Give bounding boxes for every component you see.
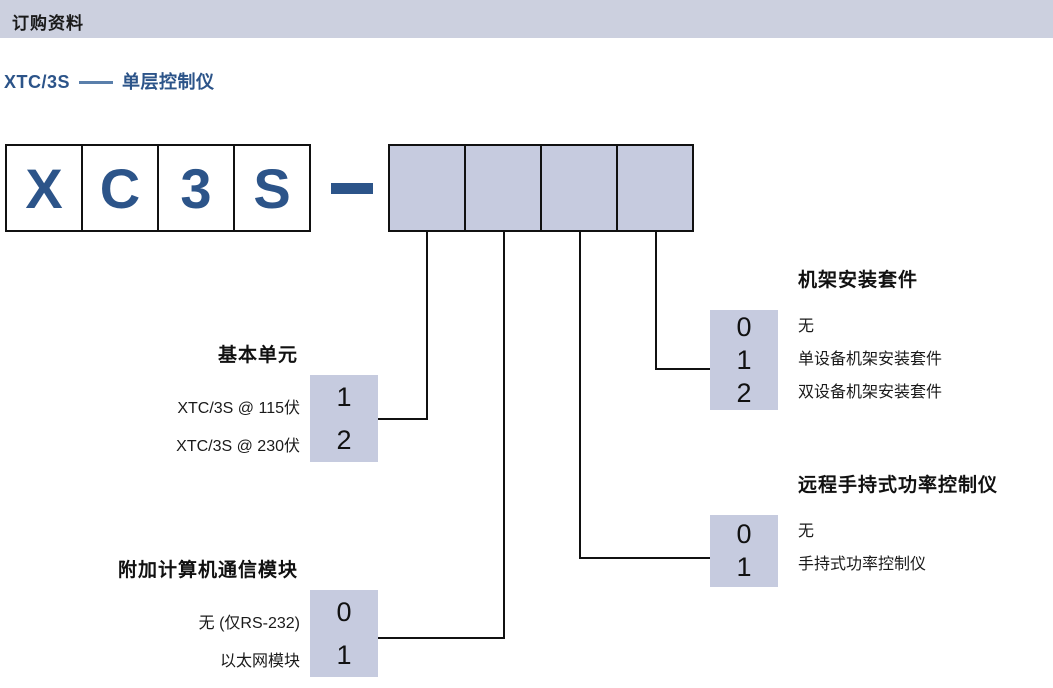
connector-slot1-horizontal	[378, 418, 428, 420]
group-heading-handheld-power: 远程手持式功率控制仪	[798, 475, 999, 496]
option-label: XTC/3S @ 230伏	[176, 438, 300, 455]
code-box-char-4: S	[233, 144, 311, 232]
connector-slot2-horizontal	[378, 637, 505, 639]
option-labels-rack-kit: 无 单设备机架安装套件 双设备机架安装套件	[798, 310, 1028, 409]
option-labels-basic-unit: XTC/3S @ 115伏 XTC/3S @ 230伏	[120, 390, 300, 466]
option-code: 1	[736, 344, 752, 375]
option-label: 无	[798, 523, 815, 540]
option-codes-comm-module: 0 1	[310, 590, 378, 677]
code-box-char-2: C	[81, 144, 159, 232]
connector-slot4-vertical	[655, 232, 657, 370]
option-codes-handheld-power: 0 1	[710, 515, 778, 587]
option-labels-handheld-power: 无 手持式功率控制仪	[798, 515, 1028, 581]
code-box-char-3: 3	[157, 144, 235, 232]
model-code-label: XTC/3S	[4, 72, 71, 92]
option-codes-rack-kit: 0 1 2	[710, 310, 778, 410]
code-box-char-1: X	[5, 144, 83, 232]
connector-slot4-horizontal	[655, 368, 711, 370]
page-title: 订购资料	[12, 14, 84, 33]
option-codes-basic-unit: 1 2	[310, 375, 378, 462]
header-bar	[0, 0, 1053, 38]
group-heading-basic-unit: 基本单元	[217, 345, 298, 366]
connector-slot3-vertical	[579, 232, 581, 559]
code-slot-2	[464, 144, 542, 232]
option-label: 单设备机架安装套件	[798, 351, 943, 368]
code-slot-1	[388, 144, 466, 232]
option-label: 无 (仅RS-232)	[198, 615, 300, 632]
connector-slot3-horizontal	[579, 557, 711, 559]
em-dash-separator	[79, 81, 114, 84]
option-label: 双设备机架安装套件	[798, 384, 943, 401]
option-code: 2	[736, 377, 752, 408]
group-heading-rack-kit: 机架安装套件	[798, 270, 919, 291]
option-labels-comm-module: 无 (仅RS-232) 以太网模块	[60, 605, 300, 681]
option-label: 无	[798, 318, 815, 335]
code-separator-dash	[331, 183, 373, 194]
model-subtitle: XTC/3S 单层控制仪	[4, 68, 215, 94]
option-code: 1	[336, 381, 352, 412]
code-slot-3	[540, 144, 618, 232]
option-code: 0	[736, 311, 752, 342]
option-code: 0	[336, 596, 352, 627]
option-code: 1	[336, 639, 352, 670]
option-label: 手持式功率控制仪	[798, 556, 927, 573]
model-description-label: 单层控制仪	[122, 72, 215, 92]
option-code: 2	[336, 424, 352, 455]
connector-slot2-vertical	[503, 232, 505, 639]
option-code: 0	[736, 519, 752, 549]
option-label: 以太网模块	[219, 653, 300, 670]
option-label: XTC/3S @ 115伏	[177, 400, 300, 417]
code-slot-4	[616, 144, 694, 232]
option-code: 1	[736, 552, 752, 582]
connector-slot1-vertical	[426, 232, 428, 420]
group-heading-comm-module: 附加计算机通信模块	[117, 560, 298, 581]
